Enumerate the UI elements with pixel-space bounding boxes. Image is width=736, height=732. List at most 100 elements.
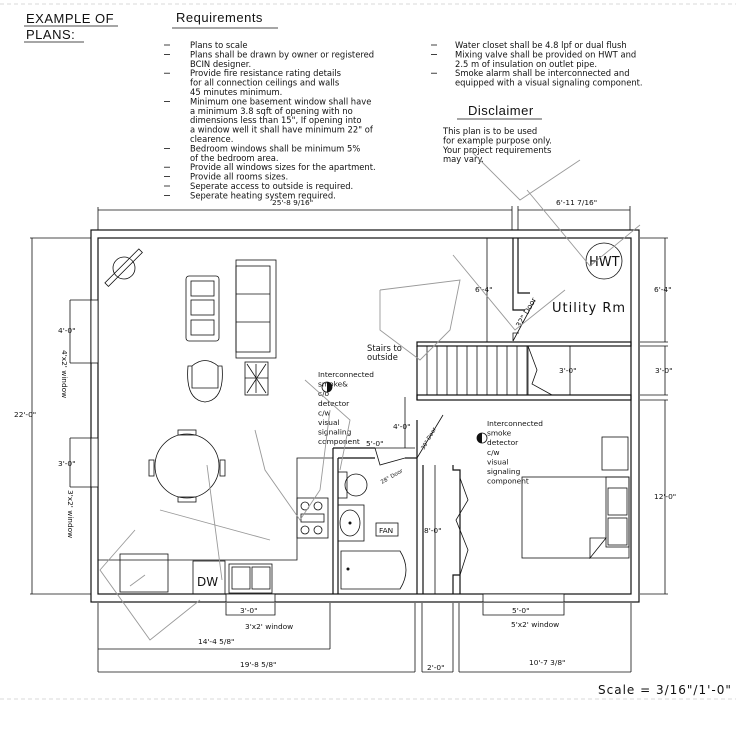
window-left-2-label: 3'x2' window (66, 490, 75, 538)
requirement-line: Mixing valve shall be provided on HWT an… (455, 49, 636, 59)
label-line: signaling (487, 467, 521, 476)
dim-bedroom-depth: 12'-0" (654, 492, 676, 501)
dim-living-width: 14'-4 5/8" (198, 637, 234, 646)
label-line: Interconnected (318, 370, 374, 379)
window-left-2 (90, 437, 99, 488)
sofa (235, 259, 277, 359)
label-line: Stairs to (367, 343, 402, 353)
requirement-line: Provide all windows sizes for the apartm… (190, 162, 376, 172)
dim-utility-depth-inner: 6'-4" (475, 285, 493, 294)
requirement-line: Minimum one basement window shall have (190, 96, 371, 106)
door-bedroom-label: 30" Door (421, 426, 439, 451)
window-kitchen (225, 593, 276, 603)
dim-kitchen-window: 3'-0" (240, 606, 258, 615)
requirement-line: 45 minutes minimum. (190, 87, 282, 97)
stair-break-line (527, 345, 553, 396)
closet-bifold-door (455, 477, 469, 576)
bathtub (340, 550, 407, 590)
dim-bedroom-width: 10'-7 3/8" (529, 658, 565, 667)
sheet-title: EXAMPLE OF PLANS: (24, 11, 118, 43)
dim-closet-length: 8'-0" (424, 526, 442, 535)
requirement-line: Bedroom windows shall be minimum 5% (190, 143, 360, 153)
disclaimer-heading: Disclaimer (468, 103, 534, 118)
requirement-line: Water closet shall be 4.8 lpf or dual fl… (455, 40, 627, 50)
requirements-heading: Requirements (176, 10, 263, 25)
window-left-1-label: 4'x2' window (60, 350, 69, 398)
door-utility-label: 32" Door (514, 295, 539, 329)
dim-overall-width: 25'-8 9/16" (272, 198, 313, 207)
hwt-label: HWT (589, 255, 620, 270)
dining-table (148, 429, 226, 503)
kitchen-window-label: 3'x2' window (245, 622, 293, 631)
windows (90, 299, 565, 603)
window-left-1 (90, 299, 99, 364)
label-line: This plan is to be used (442, 126, 537, 136)
requirement-line: Provide all rooms sizes. (190, 172, 288, 182)
door-utility (512, 299, 536, 342)
scale-label: Scale = 3/16"/1'-0" (598, 683, 732, 697)
smoke-detector-icon (321, 381, 333, 393)
dim-bedroom-window: 5'-0" (512, 606, 530, 615)
dim-stair-depth-inner: 3'-0" (559, 366, 577, 375)
bathroom-fan: FAN (375, 522, 399, 537)
utility-room-label: Utility Rm (552, 301, 626, 316)
label-line: detector (318, 399, 350, 408)
dim-stair-depth-outer: 3'-0" (655, 366, 673, 375)
bedroom-window-label: 5'x2' window (511, 620, 559, 629)
dimension-labels: 25'-8 9/16" 6'-11 7/16" 22'-0" 4'-0" 4'x… (14, 198, 676, 672)
label-line: outside (367, 352, 398, 362)
dim-overall-depth: 22'-0" (14, 410, 36, 419)
bathroom-sink (337, 504, 365, 542)
plant (244, 361, 269, 396)
requirement-line: a minimum 3.8 sqft of opening with no (190, 106, 353, 116)
requirement-line: BCIN designer. (190, 59, 251, 69)
fridge (119, 553, 169, 593)
label-line: c/w (487, 448, 500, 457)
requirement-line: Provide fire resistance rating details (190, 68, 341, 78)
smoke-detector-icon (476, 432, 488, 444)
label-line: Interconnected (487, 419, 543, 428)
dishwasher: DW (192, 560, 226, 595)
stairs (416, 345, 529, 396)
bedroom-smoke-detector-label: Interconnectedsmokedetectorc/wvisualsign… (487, 419, 543, 486)
requirement-line: 2.5 m of insulation on outlet pipe. (455, 59, 597, 69)
requirement-line: equipped with a visual signaling compone… (455, 78, 643, 88)
fan-label: FAN (379, 526, 393, 535)
dim-bath-width: 5'-0" (366, 439, 384, 448)
dim-window-left-2: 3'-0" (58, 459, 76, 468)
label-line: component (318, 437, 360, 446)
requirements-list-right: Water closet shall be 4.8 lpf or dual fl… (431, 40, 643, 88)
exterior-walls (90, 229, 640, 603)
hot-water-tank: HWT (585, 242, 623, 280)
dim-window-left-1: 4'-0" (58, 326, 76, 335)
dishwasher-label: DW (197, 575, 218, 589)
dimension-lines (30, 206, 668, 673)
armchair (187, 360, 223, 403)
label-line: c/o (318, 389, 330, 398)
dim-bath-hall: 4'-0" (393, 422, 411, 431)
label-line: for example purpose only. (443, 135, 552, 145)
label-line: Your project requirements (442, 145, 551, 155)
requirement-line: of the bedroom area. (190, 153, 279, 163)
ceiling-fan (104, 248, 143, 287)
label-line: smoke (487, 429, 512, 438)
requirement-line: Seperate access to outside is required. (190, 181, 353, 191)
title-line-2: PLANS: (26, 27, 75, 42)
stove (296, 497, 329, 539)
requirement-line: Plans to scale (190, 40, 248, 50)
dim-living-total: 19'-8 5/8" (240, 660, 276, 669)
smoke-co-detector-label: Interconnectedsmoke&c/odetectorc/wvisual… (318, 370, 374, 446)
requirement-line: for all connection ceilings and walls (190, 78, 339, 88)
label-line: detector (487, 438, 519, 447)
label-line: component (487, 477, 529, 486)
sample-watermark (99, 149, 641, 641)
requirement-line: Plans shall be drawn by owner or registe… (190, 49, 374, 59)
label-line: may vary. (443, 154, 484, 164)
label-line: c/w (318, 408, 331, 417)
door-bedroom (416, 414, 444, 459)
